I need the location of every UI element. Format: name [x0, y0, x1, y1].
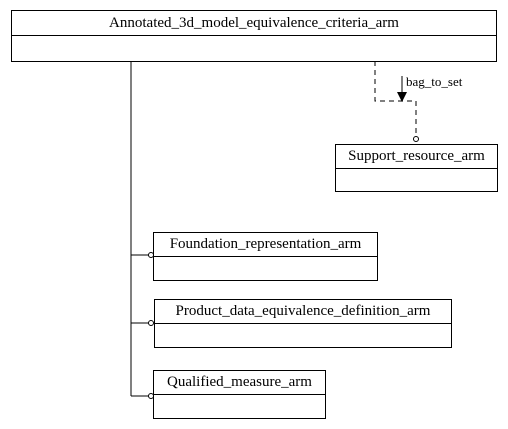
entity-box-product-data-equivalence: Product_data_equivalence_definition_arm	[154, 299, 452, 348]
entity-name-qualified-measure: Qualified_measure_arm	[154, 371, 325, 395]
root-entity-box: Annotated_3d_model_equivalence_criteria_…	[11, 10, 497, 62]
entity-box-foundation-representation: Foundation_representation_arm	[153, 232, 378, 281]
entity-name-support-resource: Support_resource_arm	[336, 145, 497, 169]
relationship-label: bag_to_set	[406, 74, 463, 89]
entity-box-qualified-measure: Qualified_measure_arm	[153, 370, 326, 419]
entity-box-support-resource: Support_resource_arm	[335, 144, 498, 192]
dashed-relationship-line	[374, 61, 417, 136]
arrow-head-icon	[397, 92, 407, 102]
entity-name-foundation-representation: Foundation_representation_arm	[154, 233, 377, 257]
relationship-end-circle	[413, 136, 419, 142]
branch-circle-product-data	[148, 320, 154, 326]
root-entity-name: Annotated_3d_model_equivalence_criteria_…	[12, 11, 496, 36]
entity-name-product-data-equivalence: Product_data_equivalence_definition_arm	[155, 300, 451, 324]
